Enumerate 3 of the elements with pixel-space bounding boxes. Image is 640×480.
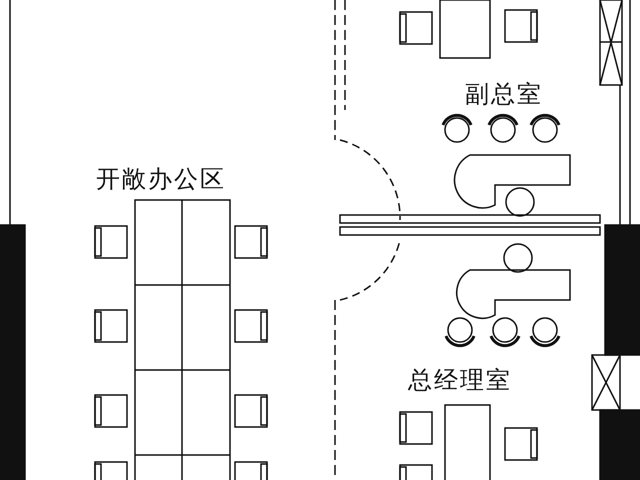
room-label: 开敞办公区 [96,164,226,195]
room-label: 副总室 [465,79,543,110]
room-label: 总经理室 [408,365,512,396]
